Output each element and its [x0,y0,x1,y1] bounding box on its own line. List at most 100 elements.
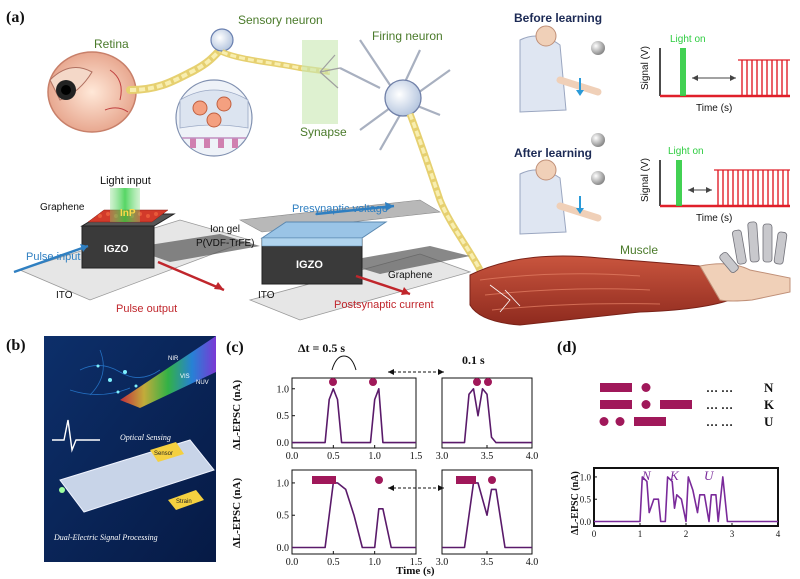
x-tick-label: 4 [776,529,781,539]
morse-dot [641,383,651,392]
device-right [239,199,472,321]
x-tick-label: 3.0 [436,451,449,462]
light-on-label-after: Light on [668,146,704,157]
x-tick-label: 0 [592,529,597,539]
arm-muscle [469,255,791,326]
morse-dash [600,383,632,392]
ion-gel-label: Ion gel [210,224,240,235]
c-stimulus-markers [312,378,496,484]
c-ylabel-top: ΔL-EPSC (nA) [231,380,243,450]
sensor-patch [150,442,184,462]
igzo-label-right: IGZO [296,259,323,271]
x-tick-label: 4.0 [526,557,539,568]
neural-network-glow [69,349,161,396]
robotic-hand [719,221,788,273]
light-on-label-before: Light on [670,34,706,45]
morse-dots-k: … … [706,398,733,412]
sensory-label-line: Sensory neuron [238,13,323,27]
x-tick-label: 1.5 [410,557,423,568]
light-beam [110,188,140,222]
flexible-device [59,439,215,513]
ito-substrate-right [248,253,472,321]
signal-trace-b [52,419,100,453]
spike-train-before [741,60,788,96]
morse-dash [660,400,692,409]
firing-neuron [339,39,484,272]
morse-dots-u: … … [706,415,733,429]
panel-b-letter: (b) [6,337,26,354]
morse-code-symbols [599,383,692,426]
presynaptic-voltage-label: Presynaptic voltage [292,203,388,215]
time-label-after: Time (s) [696,213,732,224]
graphene-label-left: Graphene [40,202,85,213]
y-tick-label: 1.0 [580,472,592,482]
x-tick-label: 0.5 [327,451,340,462]
morse-letter-n: N [764,380,774,395]
x-tick-label: 0.5 [327,557,340,568]
marker-dot [484,378,492,386]
c-ylabel-bottom: ΔL-EPSC (nA) [231,478,243,548]
muscle-label: Muscle [620,243,658,257]
x-tick-label: 1.0 [368,451,381,462]
dual-electric-text: Dual-Electric Signal Processing [53,533,158,542]
signal-plot-before: Light on Time (s) Signal (V) [640,34,790,114]
series-line [442,387,532,444]
y-tick-label: 0.0 [580,517,592,527]
synapse-label: Synapse [300,125,347,139]
ito-label-left: ITO [56,290,73,301]
morse-dot [615,417,625,426]
marker-dot [473,378,481,386]
x-tick-label: 2 [684,529,689,539]
peak-label-k: K [669,468,680,483]
dt-label: Δt = 0.5 s [298,341,345,355]
igzo-label-left: IGZO [104,244,129,255]
postsynaptic-current-text: Postsynaptic current [334,299,434,311]
plot-frame [441,377,533,449]
strain-patch [168,490,204,510]
x-tick-label: 4.0 [526,451,539,462]
firing-neuron-label: Firing neuron [372,29,443,43]
glow-dots [96,364,138,394]
panel-d-letter: (d) [557,339,577,356]
light-bar-before [680,48,686,96]
marker-dot [375,476,383,484]
y-tick-label: 1.0 [277,384,290,395]
retina-label: Retina [94,37,129,51]
panel-c-letter: (c) [226,339,244,356]
spike-train-after [717,170,789,206]
signal-ylabel-before: Signal (V) [640,46,651,90]
panel-a: (a) Retina Sensory neuron Synapse [6,9,791,326]
inp-label: InP [120,208,136,219]
pvdf-layer [261,237,363,247]
x-tick-label: 3.5 [481,557,494,568]
eye-illustration [47,51,137,133]
marker-dot [369,378,377,386]
postsynaptic-current-label: Postsynaptic current [334,299,434,311]
nir-label: NIR [168,356,179,362]
dt2-label: 0.1 s [462,353,485,367]
nuv-label: NUV [196,380,209,386]
x-tick-label: 0.0 [286,557,299,568]
x-tick-label: 1 [638,529,643,539]
panel-a-letter: (a) [6,9,25,26]
graphene-label-right: Graphene [388,270,433,281]
person-before [519,25,605,113]
marker-dash [312,476,336,484]
ito-label-right: ITO [258,290,275,301]
light-input-label: Light input [100,175,151,187]
panel-b: (b) Optical Sensing Dual-Electric Signal… [6,336,216,562]
morse-dash [600,400,632,409]
morse-letter-u: U [764,414,774,429]
marker-dash [456,476,476,484]
morse-dots-n: … … [706,381,733,395]
series-line [442,482,532,549]
sensor-label: Sensor [154,451,173,457]
y-tick-label: 1.0 [277,478,290,489]
marker-dot [329,378,337,386]
